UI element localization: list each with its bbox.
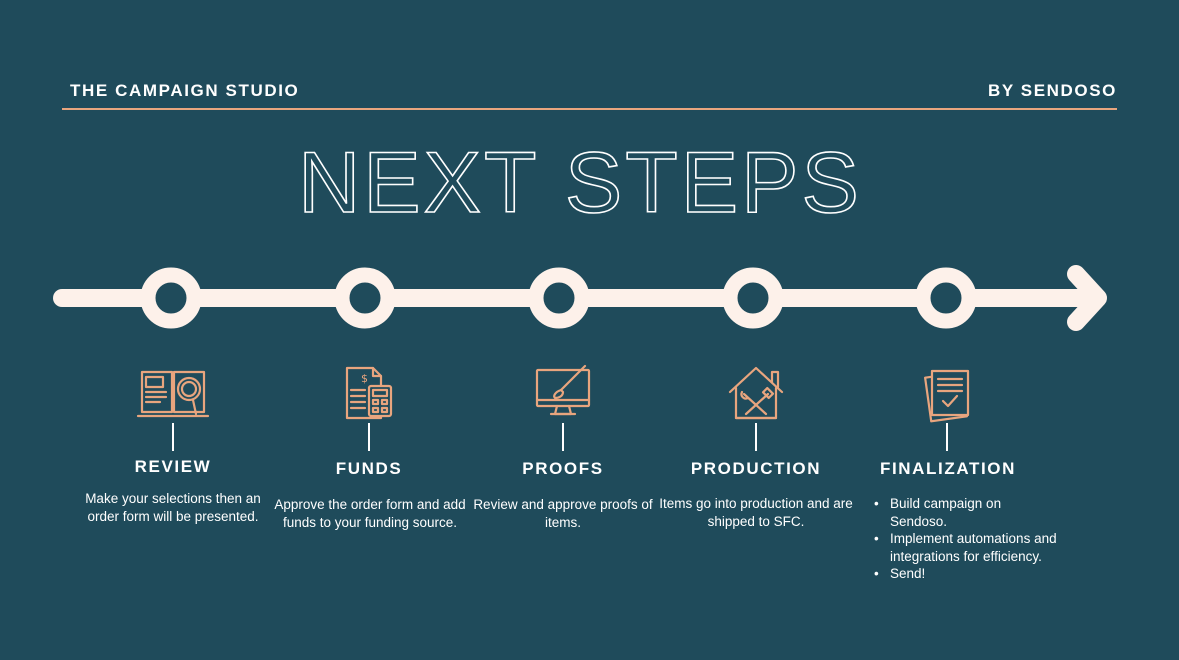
- step-label-finalization: FINALIZATION: [880, 459, 1016, 478]
- monitor-paintbrush-icon: [525, 362, 601, 426]
- svg-text:$: $: [361, 372, 368, 385]
- header-brand-left: THE CAMPAIGN STUDIO: [70, 81, 300, 100]
- step-label-proofs: PROOFS: [522, 459, 604, 478]
- checklist-documents-icon: [910, 365, 986, 429]
- step-label-review: REVIEW: [134, 457, 212, 476]
- header-brand-right: BY SENDOSO: [987, 81, 1117, 100]
- book-magnifier-icon: [136, 364, 212, 428]
- house-tools-icon: [718, 362, 794, 426]
- step-description-funds: Approve the order form and add funds to …: [274, 497, 466, 530]
- timeline-node-1: [140, 267, 202, 329]
- list-item: Send!: [874, 565, 1060, 583]
- list-item: Implement automations and integrations f…: [874, 530, 1060, 565]
- timeline-node-4: [722, 267, 784, 329]
- timeline: [53, 265, 1107, 331]
- step-connector: [946, 423, 948, 451]
- step-description-production: Items go into production and are shipped…: [659, 496, 853, 529]
- timeline-node-5: [915, 267, 977, 329]
- finalization-bullet-list: Build campaign on Sendoso. Implement aut…: [872, 495, 1060, 583]
- list-item: Build campaign on Sendoso.: [874, 495, 1060, 530]
- invoice-calculator-icon: $: [331, 364, 407, 428]
- timeline-arrowhead: [1067, 265, 1107, 331]
- step-description-review: Make your selections then an order form …: [85, 491, 261, 524]
- step-connector: [368, 423, 370, 451]
- timeline-node-2: [334, 267, 396, 329]
- page-title: NEXT STEPS: [0, 130, 1179, 230]
- header-divider: [62, 108, 1117, 110]
- step-connector: [755, 423, 757, 451]
- step-label-funds: FUNDS: [335, 459, 403, 478]
- step-description-proofs: Review and approve proofs of items.: [473, 497, 653, 530]
- step-label-production: PRODUCTION: [690, 459, 822, 478]
- step-connector: [172, 423, 174, 451]
- page-title-text: NEXT STEPS: [298, 135, 862, 230]
- timeline-node-3: [528, 267, 590, 329]
- step-connector: [562, 423, 564, 451]
